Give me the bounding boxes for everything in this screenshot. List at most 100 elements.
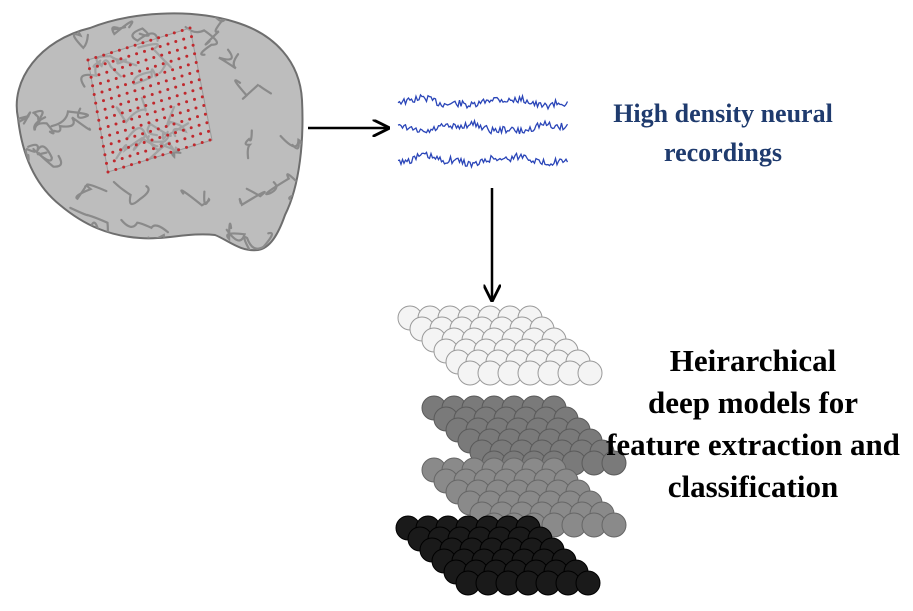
brain-gyrus: [112, 180, 150, 206]
brain-gyrus: [49, 13, 69, 33]
brain-gyrus: [288, 189, 303, 208]
electrode-dot: [202, 104, 206, 107]
brain-gyrus: [127, 126, 146, 151]
electrode-dot: [97, 73, 101, 77]
neuron-node: [601, 512, 627, 538]
electrode-dot: [144, 104, 148, 107]
electrode-dot: [163, 70, 167, 74]
electrode-dot: [133, 134, 137, 138]
electrode-dot: [131, 126, 135, 130]
electrode-dot: [169, 150, 173, 154]
electrode-dot: [177, 57, 181, 61]
electrode-dot: [180, 120, 184, 123]
electrode-dot: [178, 111, 182, 115]
electrode-dot: [199, 132, 203, 136]
electrode-dot: [191, 134, 195, 138]
electrode-dot: [175, 48, 179, 52]
electrode-dot: [100, 90, 104, 94]
electrode-dot: [167, 96, 171, 100]
brain-gyrus: [148, 141, 182, 160]
electrode-dot: [114, 77, 118, 80]
electrode-dot: [125, 46, 129, 50]
brain-gyrus: [165, 105, 188, 138]
electrode-dot: [106, 79, 110, 83]
brain-gyrus: [36, 151, 63, 168]
electrode-dot: [127, 100, 131, 104]
electrode-dot: [149, 129, 152, 133]
brain-gyrus: [234, 79, 272, 100]
electrode-dot: [130, 163, 133, 167]
electrode-dot: [153, 64, 157, 68]
electrode-dot: [177, 148, 181, 152]
electrode-dot: [169, 105, 173, 109]
electrode-dot: [103, 153, 107, 157]
electrode-dot: [165, 33, 168, 37]
brain-gyrus: [180, 189, 211, 207]
electrode-dot: [101, 144, 105, 148]
electrode-dot: [207, 129, 210, 133]
electrode-dot: [177, 102, 181, 106]
electrode-dot: [149, 84, 153, 88]
electrode-dot: [117, 94, 121, 98]
electrode-dot: [185, 100, 189, 104]
electrode-dot: [171, 68, 175, 72]
recordings-caption-line-2: recordings: [664, 138, 782, 167]
models-caption-line-2: deep models for: [647, 385, 859, 420]
electrode-dot: [108, 88, 112, 91]
eeg-trace: [397, 93, 569, 111]
electrode-dot: [94, 56, 98, 59]
electrode-dot: [175, 94, 179, 98]
electrode-dot: [193, 97, 196, 101]
electrode-dot: [127, 145, 130, 149]
electrode-dot: [181, 128, 185, 132]
electrode-dot: [191, 89, 195, 93]
brain-gyrus: [95, 55, 122, 78]
brain-gyrus: [80, 59, 102, 88]
electrode-dot: [116, 131, 119, 135]
electrode-dot: [114, 122, 118, 126]
electrode-dot: [100, 136, 104, 139]
electrode-dot: [166, 88, 170, 91]
electrode-dot: [110, 51, 113, 55]
electrode-dot: [127, 54, 131, 58]
electrode-dot: [120, 111, 124, 115]
electrode-dot: [182, 83, 185, 87]
electrode-dot: [155, 118, 159, 122]
electrode-dot: [116, 85, 120, 89]
electrode-dot: [122, 120, 126, 123]
electrode-dot: [152, 147, 155, 151]
electrode-dot: [143, 49, 146, 53]
electrode-dot: [137, 160, 141, 164]
neural-layer-icon: [395, 515, 601, 596]
brain-gyrus: [265, 173, 303, 196]
electrode-grid-icon: [86, 26, 213, 174]
electrode-dot: [171, 113, 174, 117]
electrode-dot: [164, 125, 168, 128]
electrode-dot: [124, 83, 127, 87]
electrode-dot: [158, 136, 162, 139]
electrode-dot: [158, 90, 162, 94]
electrode-dot: [199, 86, 203, 90]
electrode-dot: [185, 145, 188, 149]
electrode-dot: [150, 47, 154, 51]
electrode-dot: [141, 132, 145, 136]
brain-gyrus: [27, 143, 53, 162]
brain-gyrus: [238, 187, 266, 207]
electrode-dot: [196, 115, 199, 119]
electrode-dot: [180, 74, 184, 78]
electrode-dot: [121, 65, 124, 69]
neuron-node: [575, 570, 601, 596]
models-caption: Heirarchical deep models for feature ext…: [598, 340, 908, 508]
electrode-dot: [141, 86, 145, 90]
electrode-dot: [194, 106, 198, 110]
electrode-dot: [111, 59, 115, 63]
electrode-dot: [122, 74, 126, 78]
electrode-dot: [197, 123, 201, 127]
electrode-dot: [188, 117, 192, 121]
electrode-dot: [194, 61, 198, 64]
electrode-dot: [161, 107, 165, 111]
electrode-dot: [123, 128, 127, 132]
electrode-dot: [175, 139, 179, 143]
electrode-dot: [117, 139, 121, 143]
